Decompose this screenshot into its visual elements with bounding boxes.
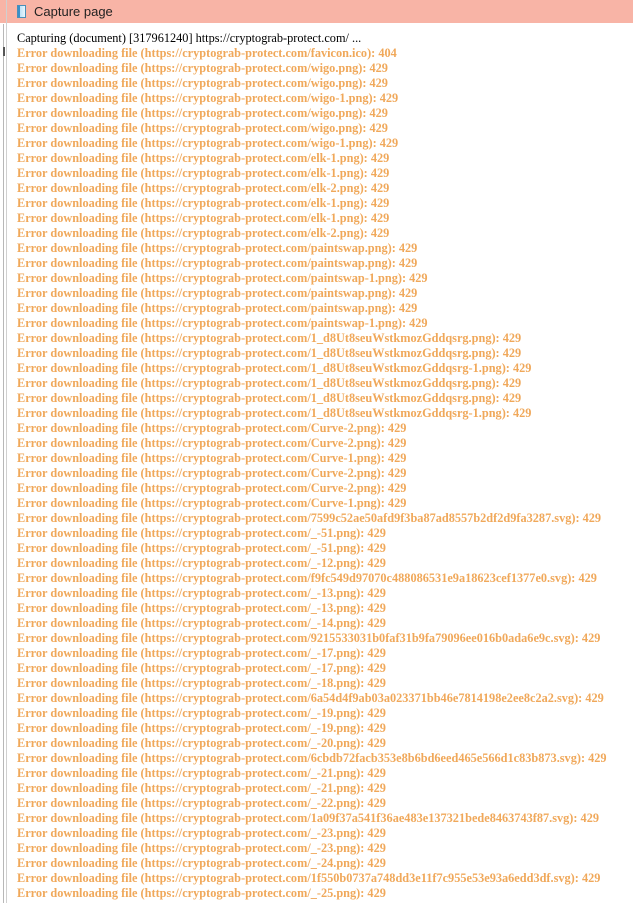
error-log-line: Error downloading file (https://cryptogr…	[17, 211, 390, 225]
window-left-edge	[0, 0, 7, 903]
error-log-line: Error downloading file (https://cryptogr…	[17, 136, 399, 150]
error-log-line: Error downloading file (https://cryptogr…	[17, 691, 604, 705]
error-log-line: Error downloading file (https://cryptogr…	[17, 841, 386, 855]
error-log-line: Error downloading file (https://cryptogr…	[17, 196, 390, 210]
error-log-line: Error downloading file (https://cryptogr…	[17, 151, 390, 165]
error-log-line: Error downloading file (https://cryptogr…	[17, 646, 386, 660]
error-log-line: Error downloading file (https://cryptogr…	[17, 541, 386, 555]
error-log-line: Error downloading file (https://cryptogr…	[17, 766, 386, 780]
error-log-line: Error downloading file (https://cryptogr…	[17, 616, 386, 630]
error-log-line: Error downloading file (https://cryptogr…	[17, 406, 532, 420]
status-line: Capturing (document) [317961240] https:/…	[17, 31, 362, 45]
header-edge	[0, 0, 7, 23]
error-log-line: Error downloading file (https://cryptogr…	[17, 271, 428, 285]
error-log-line: Error downloading file (https://cryptogr…	[17, 286, 418, 300]
error-log-line: Error downloading file (https://cryptogr…	[17, 46, 397, 60]
error-log-line: Error downloading file (https://cryptogr…	[17, 556, 386, 570]
error-log-line: Error downloading file (https://cryptogr…	[17, 781, 386, 795]
error-log-line: Error downloading file (https://cryptogr…	[17, 436, 407, 450]
error-log-line: Error downloading file (https://cryptogr…	[17, 91, 399, 105]
error-log-line: Error downloading file (https://cryptogr…	[17, 61, 388, 75]
error-log-line: Error downloading file (https://cryptogr…	[17, 871, 601, 885]
error-log-line: Error downloading file (https://cryptogr…	[17, 796, 386, 810]
page-icon	[17, 5, 26, 18]
error-log-line: Error downloading file (https://cryptogr…	[17, 181, 390, 195]
capture-log: Capturing (document) [317961240] https:/…	[17, 31, 607, 901]
error-log-line: Error downloading file (https://cryptogr…	[17, 721, 386, 735]
error-log-line: Error downloading file (https://cryptogr…	[17, 256, 418, 270]
error-log-line: Error downloading file (https://cryptogr…	[17, 856, 386, 870]
error-log-line: Error downloading file (https://cryptogr…	[17, 166, 390, 180]
error-log-line: Error downloading file (https://cryptogr…	[17, 331, 522, 345]
error-log-line: Error downloading file (https://cryptogr…	[17, 391, 522, 405]
error-log-line: Error downloading file (https://cryptogr…	[17, 76, 388, 90]
resize-grip[interactable]	[3, 47, 5, 56]
error-log-line: Error downloading file (https://cryptogr…	[17, 631, 601, 645]
divider	[6, 0, 7, 903]
divider	[3, 24, 4, 903]
error-log-line: Error downloading file (https://cryptogr…	[17, 751, 607, 765]
error-log-line: Error downloading file (https://cryptogr…	[17, 301, 418, 315]
error-log-line: Error downloading file (https://cryptogr…	[17, 601, 386, 615]
window-title-bar: Capture page	[7, 0, 633, 23]
error-log-line: Error downloading file (https://cryptogr…	[17, 736, 386, 750]
error-log-line: Error downloading file (https://cryptogr…	[17, 511, 602, 525]
error-log-line: Error downloading file (https://cryptogr…	[17, 346, 522, 360]
error-log-line: Error downloading file (https://cryptogr…	[17, 526, 386, 540]
error-log-line: Error downloading file (https://cryptogr…	[17, 316, 428, 330]
error-log-line: Error downloading file (https://cryptogr…	[17, 811, 599, 825]
error-log-line: Error downloading file (https://cryptogr…	[17, 466, 407, 480]
error-log-line: Error downloading file (https://cryptogr…	[17, 451, 407, 465]
window-title: Capture page	[34, 4, 113, 19]
error-log-line: Error downloading file (https://cryptogr…	[17, 886, 386, 900]
error-log-line: Error downloading file (https://cryptogr…	[17, 586, 386, 600]
error-log-line: Error downloading file (https://cryptogr…	[17, 496, 407, 510]
error-log-line: Error downloading file (https://cryptogr…	[17, 121, 388, 135]
error-log-line: Error downloading file (https://cryptogr…	[17, 106, 388, 120]
error-log-line: Error downloading file (https://cryptogr…	[17, 361, 532, 375]
error-log-line: Error downloading file (https://cryptogr…	[17, 376, 522, 390]
error-log-line: Error downloading file (https://cryptogr…	[17, 706, 386, 720]
error-log-line: Error downloading file (https://cryptogr…	[17, 661, 386, 675]
error-log-line: Error downloading file (https://cryptogr…	[17, 226, 390, 240]
error-log-line: Error downloading file (https://cryptogr…	[17, 241, 418, 255]
error-log-line: Error downloading file (https://cryptogr…	[17, 676, 386, 690]
error-log-line: Error downloading file (https://cryptogr…	[17, 481, 407, 495]
error-log-line: Error downloading file (https://cryptogr…	[17, 421, 407, 435]
error-log-line: Error downloading file (https://cryptogr…	[17, 571, 597, 585]
error-log-line: Error downloading file (https://cryptogr…	[17, 826, 386, 840]
